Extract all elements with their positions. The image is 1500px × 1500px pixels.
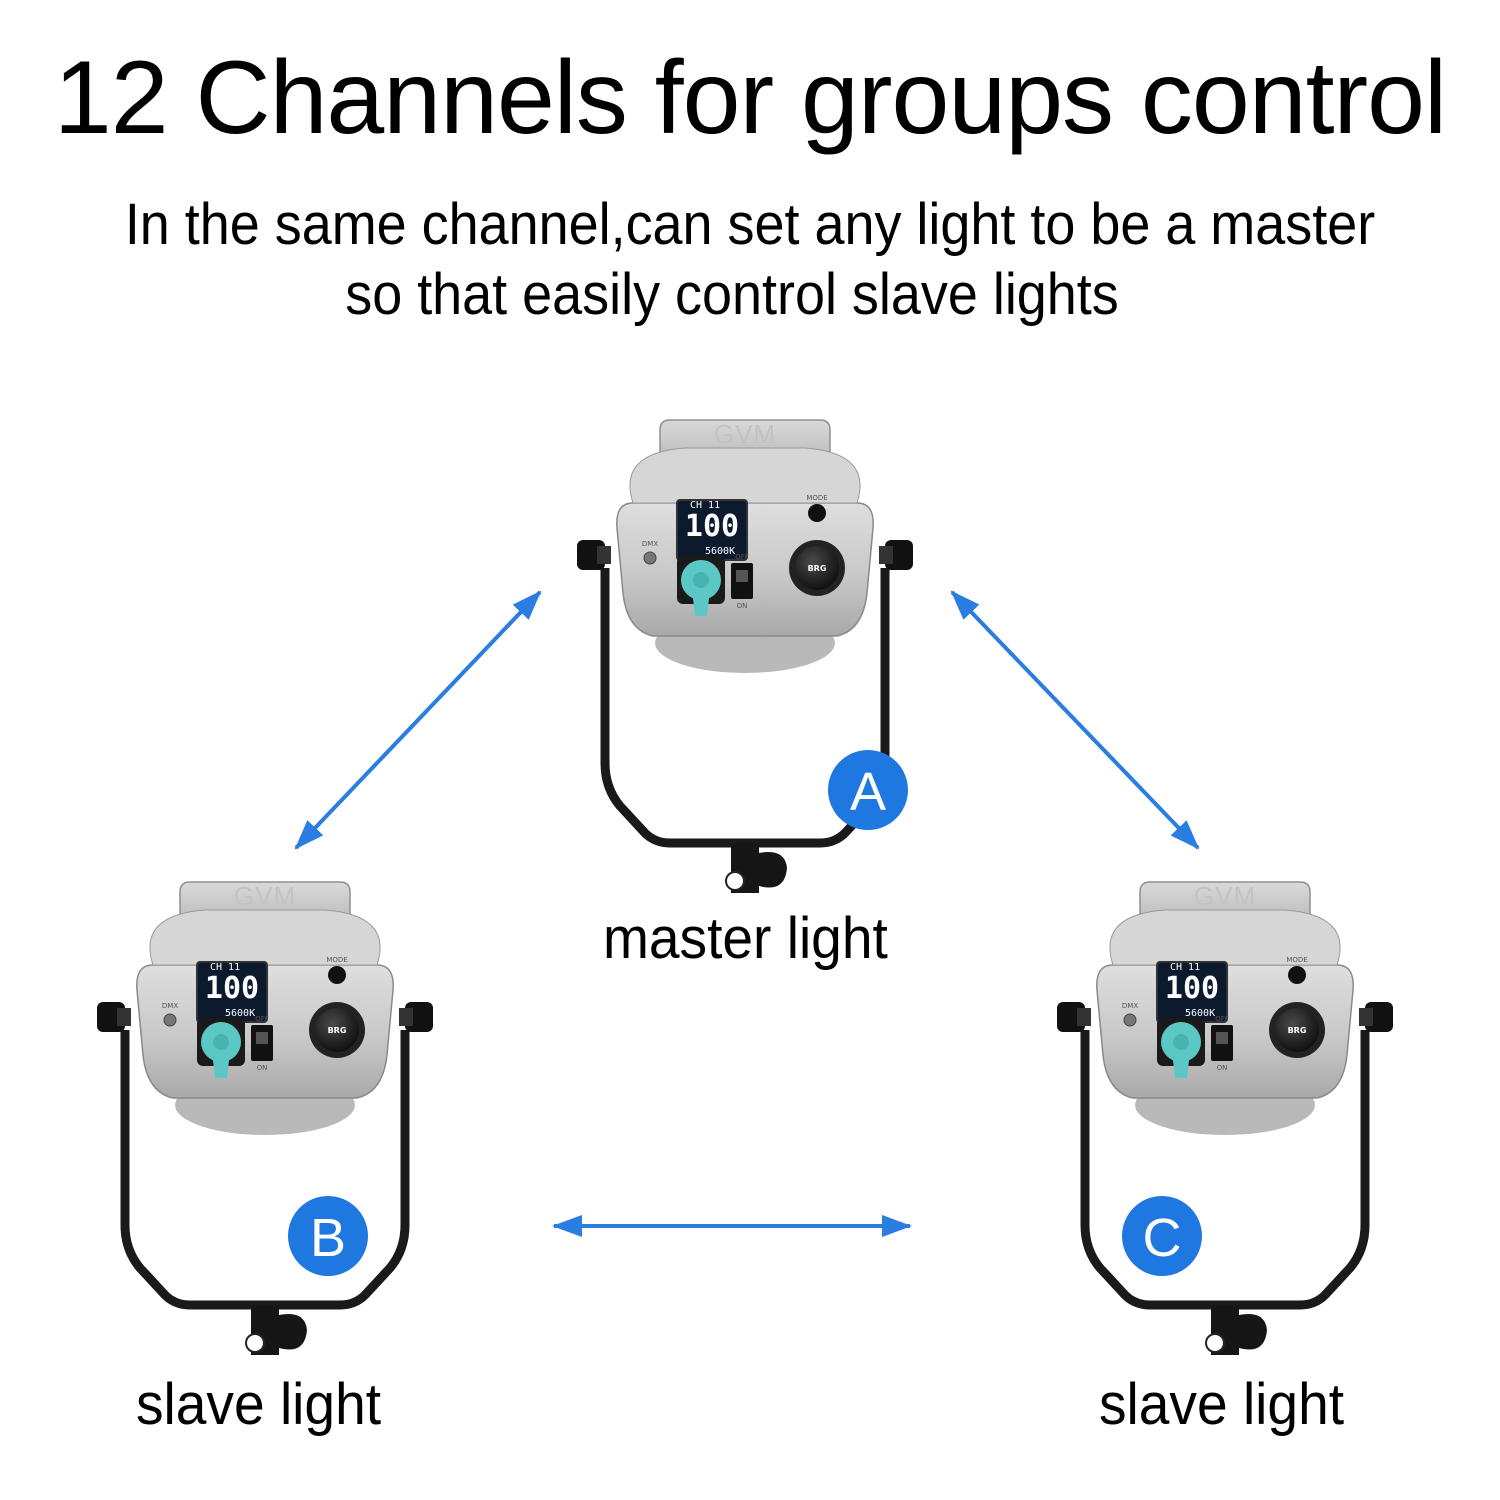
badge-c-label: C (1143, 1208, 1182, 1268)
badge-b: B (288, 1196, 368, 1276)
led-light-icon-slave-c (1057, 881, 1393, 1355)
arrow-a-c (950, 590, 1200, 850)
subtitle-line-1: In the same channel,can set any light to… (124, 192, 1376, 257)
badge-a-label: A (850, 762, 886, 822)
badge-c: C (1122, 1196, 1202, 1276)
led-light-icon-slave-b (97, 881, 433, 1355)
badge-b-label: B (310, 1208, 346, 1268)
badge-a: A (828, 750, 908, 830)
page-title: 12 Channels for groups control (53, 40, 1447, 156)
arrow-a-b (294, 590, 542, 850)
caption-slave-light-c: slave light (1099, 1372, 1345, 1437)
subtitle-line-2: so that easily control slave lights (345, 262, 1119, 327)
caption-master-light: master light (603, 906, 888, 971)
caption-slave-light-b: slave light (136, 1372, 382, 1437)
